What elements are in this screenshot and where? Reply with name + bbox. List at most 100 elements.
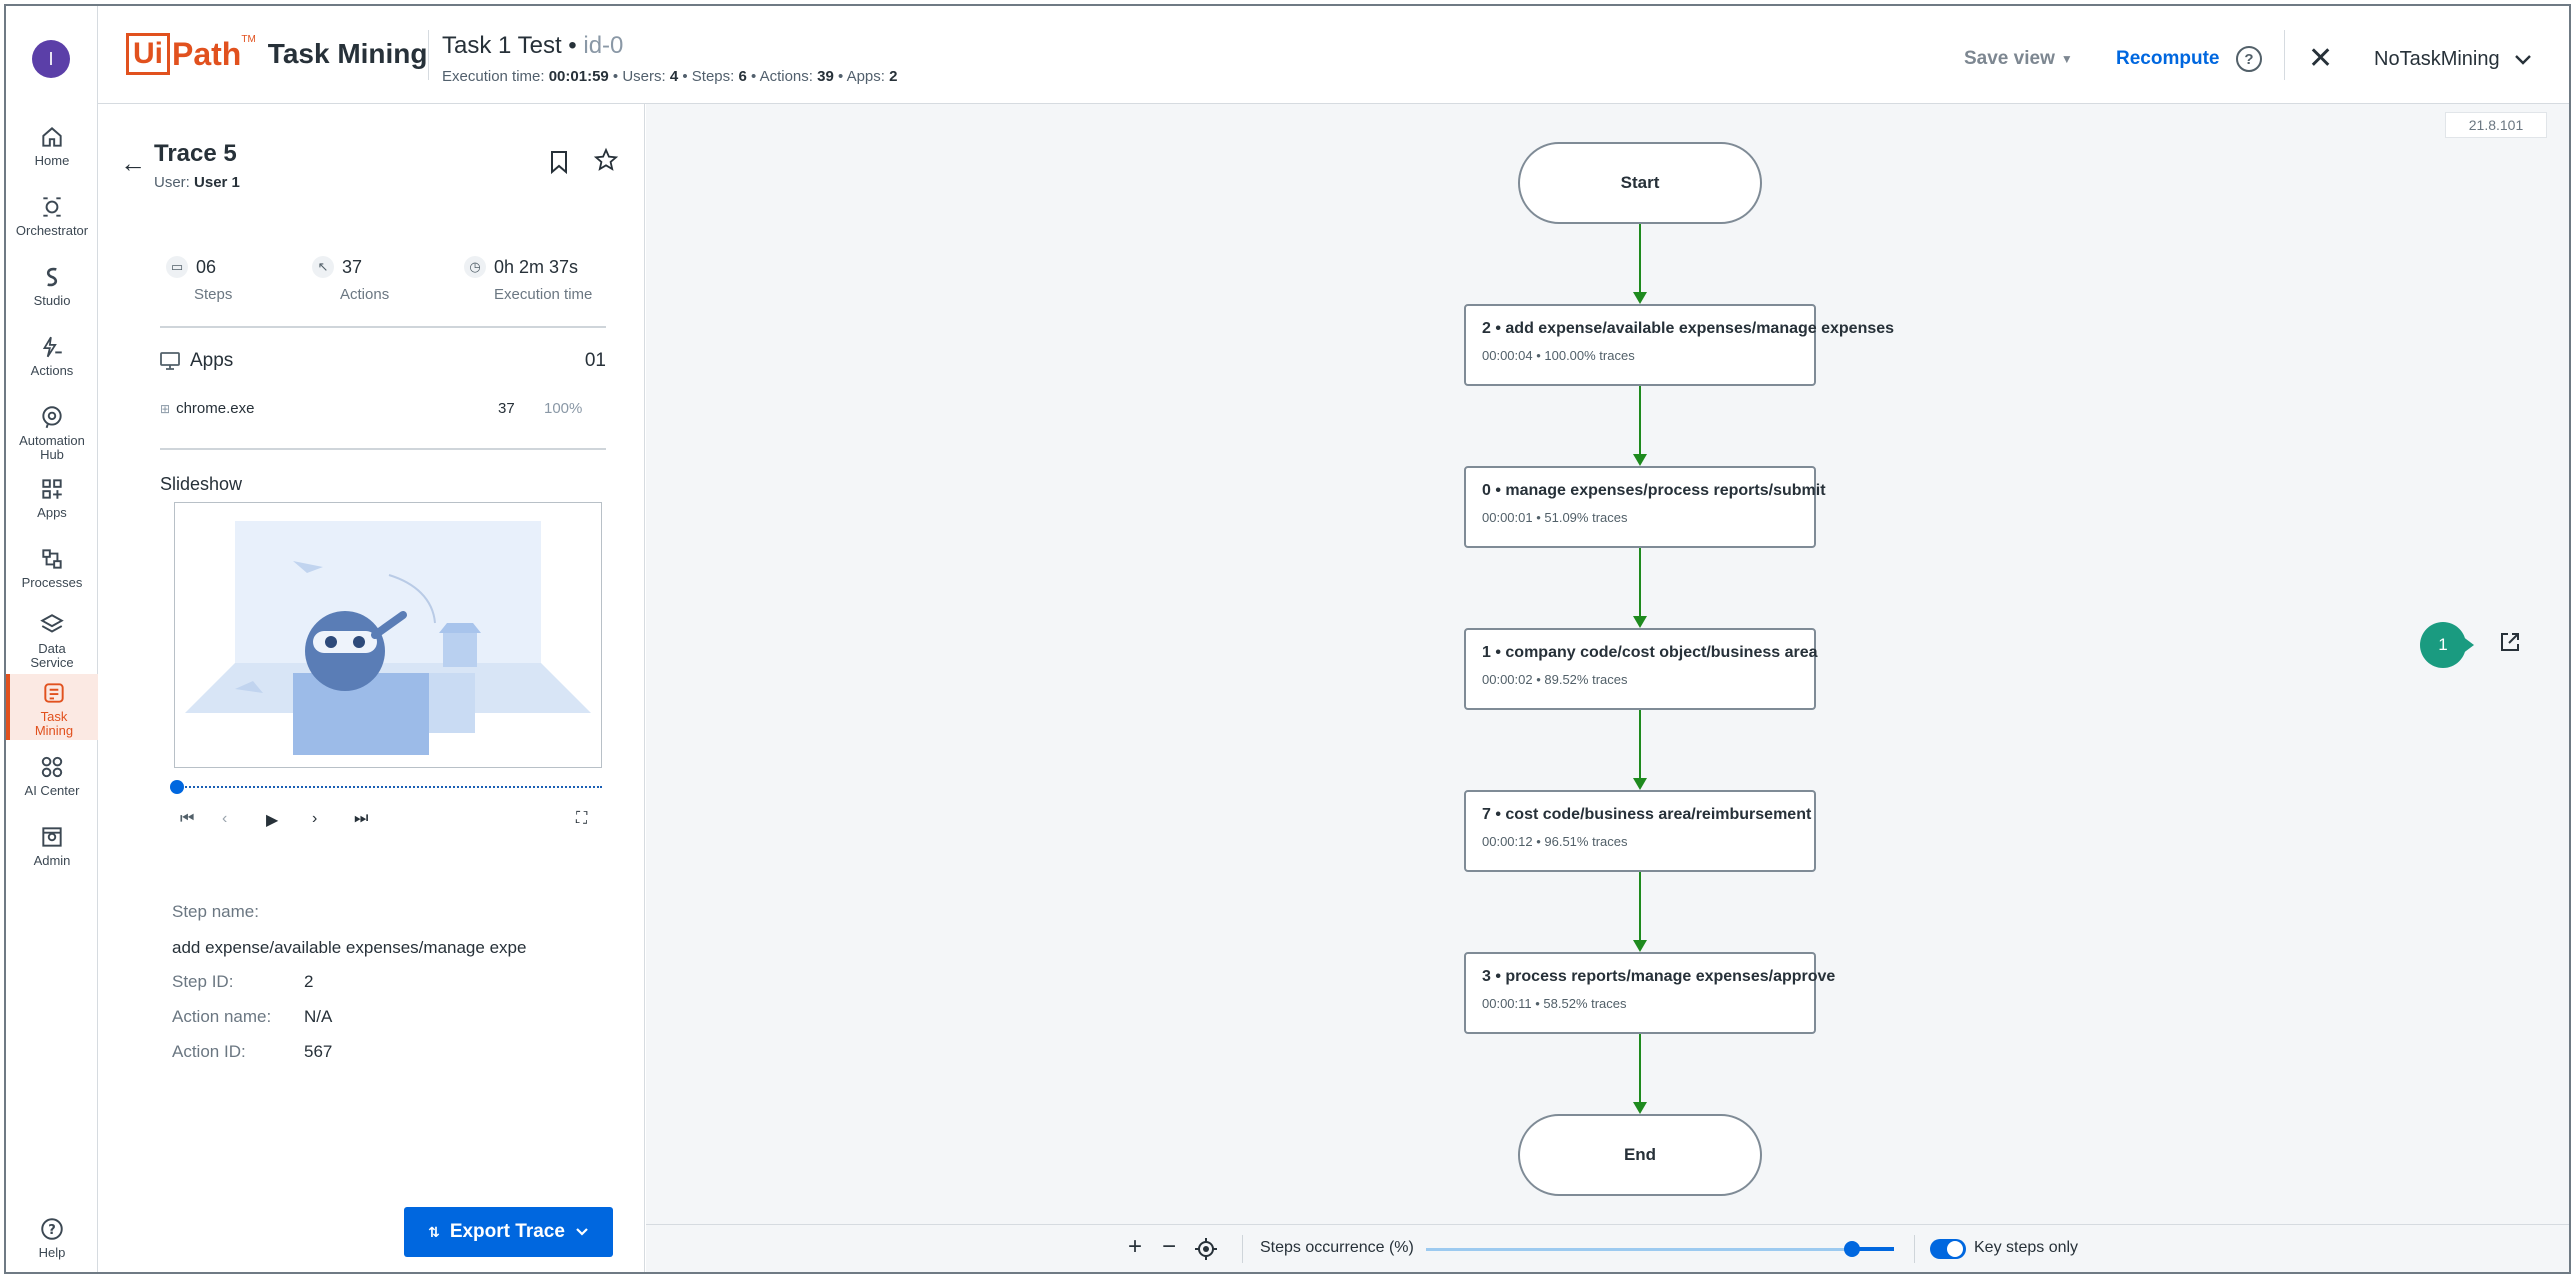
nav-item-admin[interactable]: Admin [6, 824, 98, 888]
step-node[interactable]: 1 • company code/cost object/business ar… [1464, 628, 1818, 710]
detail-value: N/A [304, 1007, 333, 1026]
step-node-stats: 00:00:01 • 51.09% traces [1482, 510, 1628, 525]
trace-panel: ← Trace 5 User: User 1 ▭06 Steps ↖37 Act… [98, 104, 645, 1272]
apps-header: Apps 01 [160, 350, 606, 372]
nav-item-orchestrator[interactable]: Orchestrator [6, 194, 98, 258]
open-external-icon[interactable] [2498, 630, 2522, 654]
chevron-down-icon [2514, 54, 2531, 65]
steps-occurrence-slider[interactable] [1426, 1241, 1894, 1257]
top-header: Ui Path TM Task Mining Task 1 Test • id-… [98, 6, 2569, 104]
key-steps-toggle[interactable] [1930, 1239, 1966, 1259]
header-divider [428, 30, 429, 80]
studio-icon [46, 267, 58, 287]
end-node[interactable]: End [1518, 1114, 1762, 1196]
stat-execution-time: ◷0h 2m 37s Execution time [464, 256, 592, 303]
edge-arrowhead [1633, 292, 1647, 304]
edge-arrowhead [1633, 778, 1647, 790]
meta-label: • Steps: [678, 68, 739, 85]
apps-count: 01 [584, 350, 606, 371]
cursor-click-icon: ↖ [312, 256, 334, 278]
next-icon[interactable]: › [312, 810, 318, 827]
step-node-title: 3 • process reports/manage expenses/appr… [1482, 968, 1836, 985]
svg-text:?: ? [48, 1223, 56, 1238]
orchestrator-icon [43, 197, 61, 217]
version-badge: 21.8.101 [2445, 112, 2547, 138]
nav-item-label: AI Center [24, 783, 80, 798]
help-icon: ? [41, 1218, 63, 1240]
nav-item-help[interactable]: ? Help [6, 1216, 98, 1280]
slideshow-timeline[interactable] [170, 780, 602, 794]
step-node-title: 2 • add expense/available expenses/manag… [1482, 320, 1895, 337]
back-arrow-icon[interactable]: ← [120, 148, 146, 178]
toggle-knob [1947, 1241, 1963, 1257]
step-node-stats: 00:00:11 • 58.52% traces [1482, 996, 1627, 1011]
save-view-label: Save view [1964, 48, 2055, 69]
slider-handle[interactable] [1844, 1241, 1860, 1257]
step-node[interactable]: 0 • manage expenses/process reports/subm… [1464, 466, 1826, 548]
uipath-logo[interactable]: Ui Path TM Task Mining [126, 32, 428, 76]
save-view-dropdown[interactable]: Save view ▼ [1964, 48, 2073, 70]
nav-item-automation-hub[interactable]: Automation Hub [6, 404, 98, 468]
badge-number: 1 [2420, 622, 2466, 668]
meta-steps: 6 [738, 68, 747, 85]
nav-item-label: Studio [33, 293, 71, 308]
stat-caption: Steps [194, 286, 233, 303]
step-node[interactable]: 3 • process reports/manage expenses/appr… [1464, 952, 1836, 1034]
clock-icon: ◷ [464, 256, 486, 278]
help-icon[interactable]: ? [2236, 46, 2262, 72]
start-node[interactable]: Start [1518, 142, 1762, 224]
zoom-out-button[interactable]: − [1162, 1233, 1177, 1260]
step-node[interactable]: 2 • add expense/available expenses/manag… [1464, 304, 1895, 386]
app-grid-icon: ⊞ [160, 401, 171, 416]
recompute-button[interactable]: Recompute [2116, 48, 2220, 69]
meta-label: • Apps: [833, 68, 890, 85]
export-trace-button[interactable]: ⇅ Export Trace [404, 1207, 613, 1257]
nav-item-ai-center[interactable]: AI Center [6, 754, 98, 818]
nav-item-label: Automation Hub [19, 433, 85, 462]
step-node[interactable]: 7 • cost code/business area/reimbursemen… [1464, 790, 1816, 872]
divider [160, 326, 606, 328]
detail-value: add expense/available expenses/manage ex… [172, 938, 527, 957]
play-icon[interactable]: ▶ [266, 812, 279, 829]
process-graph-canvas[interactable]: 21.8.101 Start 2 • add expense/available… [646, 104, 2569, 1272]
logo-path: Path [172, 35, 242, 72]
fullscreen-icon[interactable]: ⛶ [576, 810, 588, 827]
previous-icon[interactable]: ‹ [222, 810, 228, 827]
annotation-badge[interactable]: 1 [2420, 622, 2478, 668]
detail-step-id: Step ID:2 [172, 972, 313, 992]
skip-first-icon[interactable]: ⏮ [180, 810, 195, 827]
stat-value: 37 [342, 256, 363, 277]
step-node-title: 0 • manage expenses/process reports/subm… [1482, 482, 1826, 499]
avatar[interactable]: I [32, 40, 70, 78]
header-divider [2284, 30, 2285, 80]
edge-arrowhead [1633, 1102, 1647, 1114]
bookmark-icon[interactable] [550, 150, 568, 175]
data-service-icon [40, 614, 64, 633]
detail-action-name: Action name:N/A [172, 1007, 332, 1027]
detail-key: Step ID: [172, 972, 234, 991]
app-count: 37 [498, 400, 515, 417]
product-name: Task Mining [267, 38, 428, 69]
nav-item-studio[interactable]: Studio [6, 264, 98, 328]
tenant-selector[interactable]: NoTaskMining [2374, 48, 2532, 71]
stat-value: 0h 2m 37s [494, 256, 579, 277]
toolbar-divider [1242, 1235, 1243, 1263]
nav-item-label: Admin [33, 853, 71, 868]
nav-item-processes[interactable]: Processes [6, 546, 98, 610]
timeline-handle[interactable] [170, 780, 184, 794]
star-icon[interactable] [593, 147, 619, 172]
nav-item-home[interactable]: Home [6, 124, 98, 188]
nav-item-actions[interactable]: Actions [6, 334, 98, 398]
slideshow-image[interactable] [174, 502, 602, 768]
apps-icon [42, 479, 62, 499]
zoom-in-button[interactable]: + [1128, 1233, 1143, 1260]
logo-tm: TM [241, 34, 256, 45]
nav-item-task-mining[interactable]: Task Mining [6, 674, 98, 740]
skip-last-icon[interactable]: ⏭ [354, 810, 369, 827]
nav-item-data-service[interactable]: Data Service [6, 612, 98, 676]
close-icon[interactable]: ✕ [2308, 42, 2334, 75]
nav-item-apps[interactable]: Apps [6, 476, 98, 540]
edge-arrowhead [1633, 454, 1647, 466]
recenter-icon[interactable] [1194, 1237, 1218, 1261]
graph-edges [1633, 224, 1647, 1114]
